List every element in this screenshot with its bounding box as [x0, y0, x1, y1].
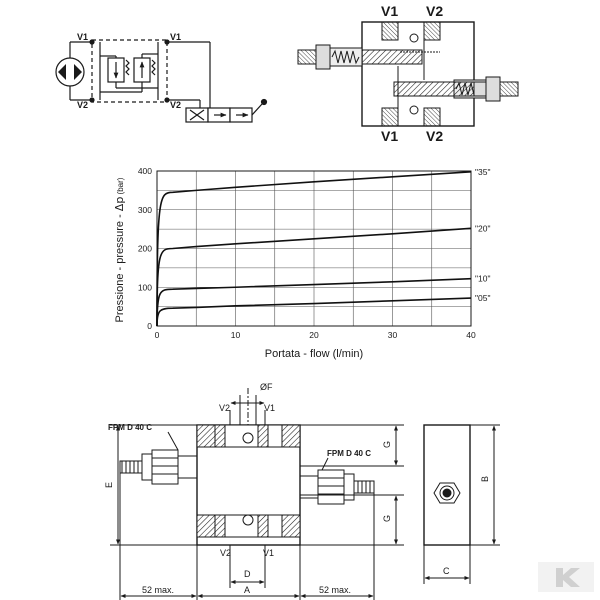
x-tick-label: 30: [388, 330, 398, 340]
series-line: [156, 227, 472, 327]
dim-label-c: C: [443, 566, 450, 576]
series-line: [156, 170, 472, 327]
brand-logo-icon: [538, 562, 594, 592]
y-tick-label: 300: [138, 205, 152, 215]
dim-label-right-max: 52 max.: [319, 585, 351, 595]
port-label-v2: V2: [77, 100, 88, 110]
x-tick-label: 0: [155, 330, 160, 340]
series-label: "20": [475, 223, 491, 233]
x-tick-label: 10: [231, 330, 241, 340]
valve-section-view: [297, 21, 519, 127]
series-label: "05": [475, 293, 491, 303]
port-label-v1: V1: [77, 32, 88, 42]
port-label-v1: V1: [264, 403, 275, 413]
cartridge-left: [119, 449, 198, 485]
dimension-drawing: [110, 388, 500, 600]
valve-code-left: FPM D 40 C: [108, 423, 152, 432]
dim-label-a: A: [244, 585, 250, 595]
chart-series: "35" "20" "10" "05": [156, 167, 491, 327]
port-label-v2: V2: [220, 548, 231, 558]
dim-label-e: E: [104, 482, 114, 488]
y-axis-label: Pressione - pressure - Δp (bar): [113, 177, 126, 322]
y-tick-label: 400: [138, 166, 152, 176]
y-tick-label: 200: [138, 244, 152, 254]
x-tick-labels: 0 10 20 30 40: [155, 330, 476, 340]
port-label-v2: V2: [219, 403, 230, 413]
port-label-v1: V1: [381, 3, 398, 19]
dim-label-d: D: [244, 569, 251, 579]
port-label-v2: V2: [426, 3, 443, 19]
dimension-labels: ØF V2 V1 V2 V1 FPM D 40 C FPM D 40 C G G…: [104, 382, 490, 595]
port-label-v1: V1: [170, 32, 181, 42]
series-line: [156, 277, 472, 327]
motor-symbol: [55, 57, 85, 87]
directional-valve-symbol: [185, 98, 268, 123]
port-label-v2: V2: [426, 128, 443, 144]
port-label-v1: V1: [381, 128, 398, 144]
series-label: "10": [475, 274, 491, 284]
dim-label-phi-f: ØF: [260, 382, 273, 392]
x-tick-label: 20: [309, 330, 319, 340]
section-labels: V1 V2 V1 V2: [381, 3, 443, 144]
valve-block-outline: [91, 39, 168, 103]
relief-valve-symbol: [100, 55, 158, 89]
dim-label-g: G: [382, 515, 392, 522]
dim-label-b: B: [480, 476, 490, 482]
valve-body-side: [423, 424, 471, 546]
pressure-flow-chart: 0 10 20 30 40 0 100 200 300 400 "35" "20" "10" "05"…: [113, 166, 491, 360]
hydraulic-schematic: [55, 39, 268, 123]
series-label: "35": [475, 167, 491, 177]
schematic-labels: V1 V1 V2 V2: [77, 32, 181, 110]
cartridge-right: [299, 469, 375, 505]
cartridge-upper: [297, 44, 440, 70]
side-fitting: [433, 482, 461, 504]
dim-label-left-max: 52 max.: [142, 585, 174, 595]
dim-label-g: G: [382, 441, 392, 448]
y-tick-label: 100: [138, 282, 152, 292]
port-label-v1: V1: [263, 548, 274, 558]
y-tick-label: 0: [147, 321, 152, 331]
port-label-v2: V2: [170, 100, 181, 110]
relief-valve-symbol: [100, 53, 158, 93]
x-tick-label: 40: [466, 330, 476, 340]
valve-code-right: FPM D 40 C: [327, 449, 371, 458]
y-tick-labels: 0 100 200 300 400: [138, 166, 152, 331]
x-axis-label: Portata - flow (l/min): [265, 348, 363, 360]
series-line: [156, 297, 472, 327]
cartridge-lower: [393, 76, 519, 102]
